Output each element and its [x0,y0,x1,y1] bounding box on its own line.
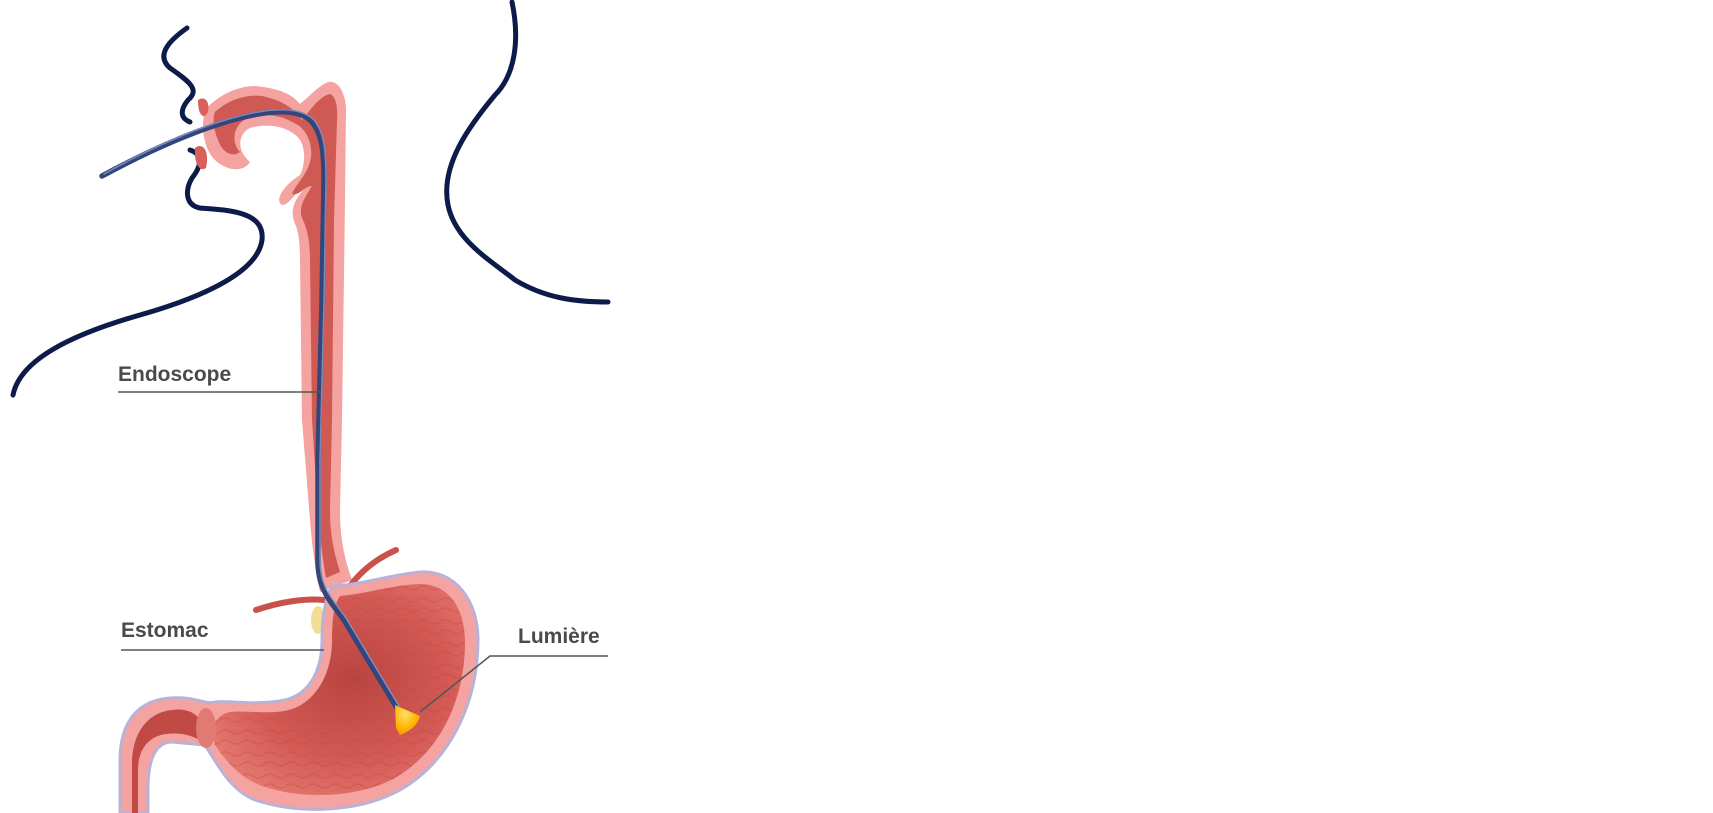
leader-light [419,655,608,713]
lip-accent-lower [194,146,208,170]
pyloric-sphincter [196,708,216,748]
endoscope-highlight [103,109,400,707]
diaphragm-right [347,547,399,589]
lip-accent [198,98,209,116]
label-stomach: Estomac [121,619,209,642]
face-profile-line [10,25,265,398]
label-endoscope: Endoscope [118,363,231,386]
endoscope-tube [99,109,400,711]
esophagus-inner [213,94,340,578]
stomach-rugae [212,584,465,796]
duodenum-inner [132,709,200,813]
neck-profile-line [444,0,611,305]
endoscope-light [395,705,420,735]
diaphragm-left [253,596,327,613]
label-light: Lumière [518,625,600,648]
